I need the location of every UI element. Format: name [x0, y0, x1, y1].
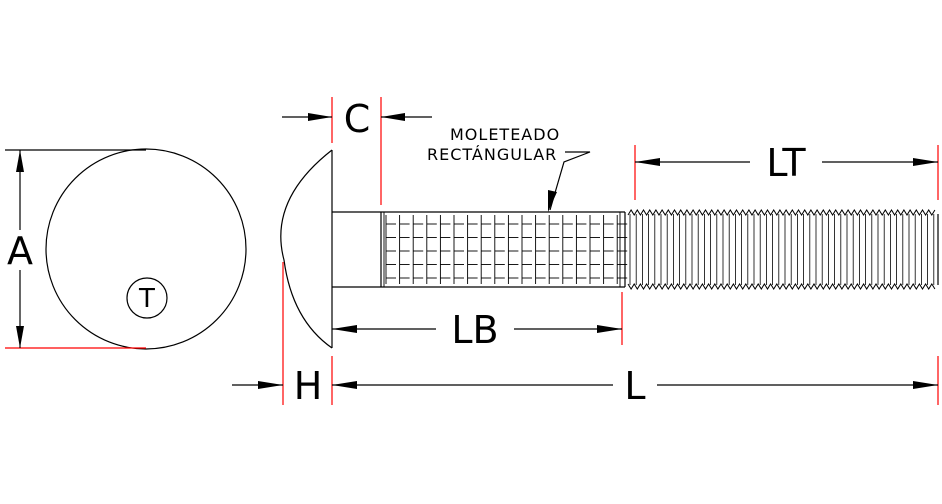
dimension-l-label: L — [624, 364, 645, 408]
thread-crest-line — [627, 283, 936, 290]
thread-crest-line — [627, 209, 936, 216]
dimension-h-label: H — [294, 364, 323, 408]
thread-pattern — [624, 209, 939, 290]
knurl-callout: MOLETEADO RECTÁNGULAR — [427, 125, 591, 212]
knurl-pattern — [383, 212, 628, 287]
dimension-h: H — [232, 364, 322, 408]
callout-line1: MOLETEADO — [450, 125, 560, 144]
callout-line2: RECTÁNGULAR — [427, 145, 557, 164]
mark-circle — [126, 277, 168, 319]
dimension-c-label: C — [344, 97, 371, 141]
dimension-lt: LT — [635, 140, 938, 185]
dimension-a-label: A — [7, 229, 33, 273]
extension-lines — [282, 97, 939, 405]
dimension-c: C — [282, 97, 432, 141]
bolt-side-view — [280, 149, 939, 349]
head-front-view: A T — [5, 148, 247, 350]
dimension-lt-label: LT — [766, 141, 806, 185]
dimension-lb-label: LB — [451, 308, 498, 352]
dimension-l: L — [332, 364, 938, 408]
dimension-lb: LB — [332, 308, 622, 352]
mark-t-label: T — [138, 284, 155, 314]
